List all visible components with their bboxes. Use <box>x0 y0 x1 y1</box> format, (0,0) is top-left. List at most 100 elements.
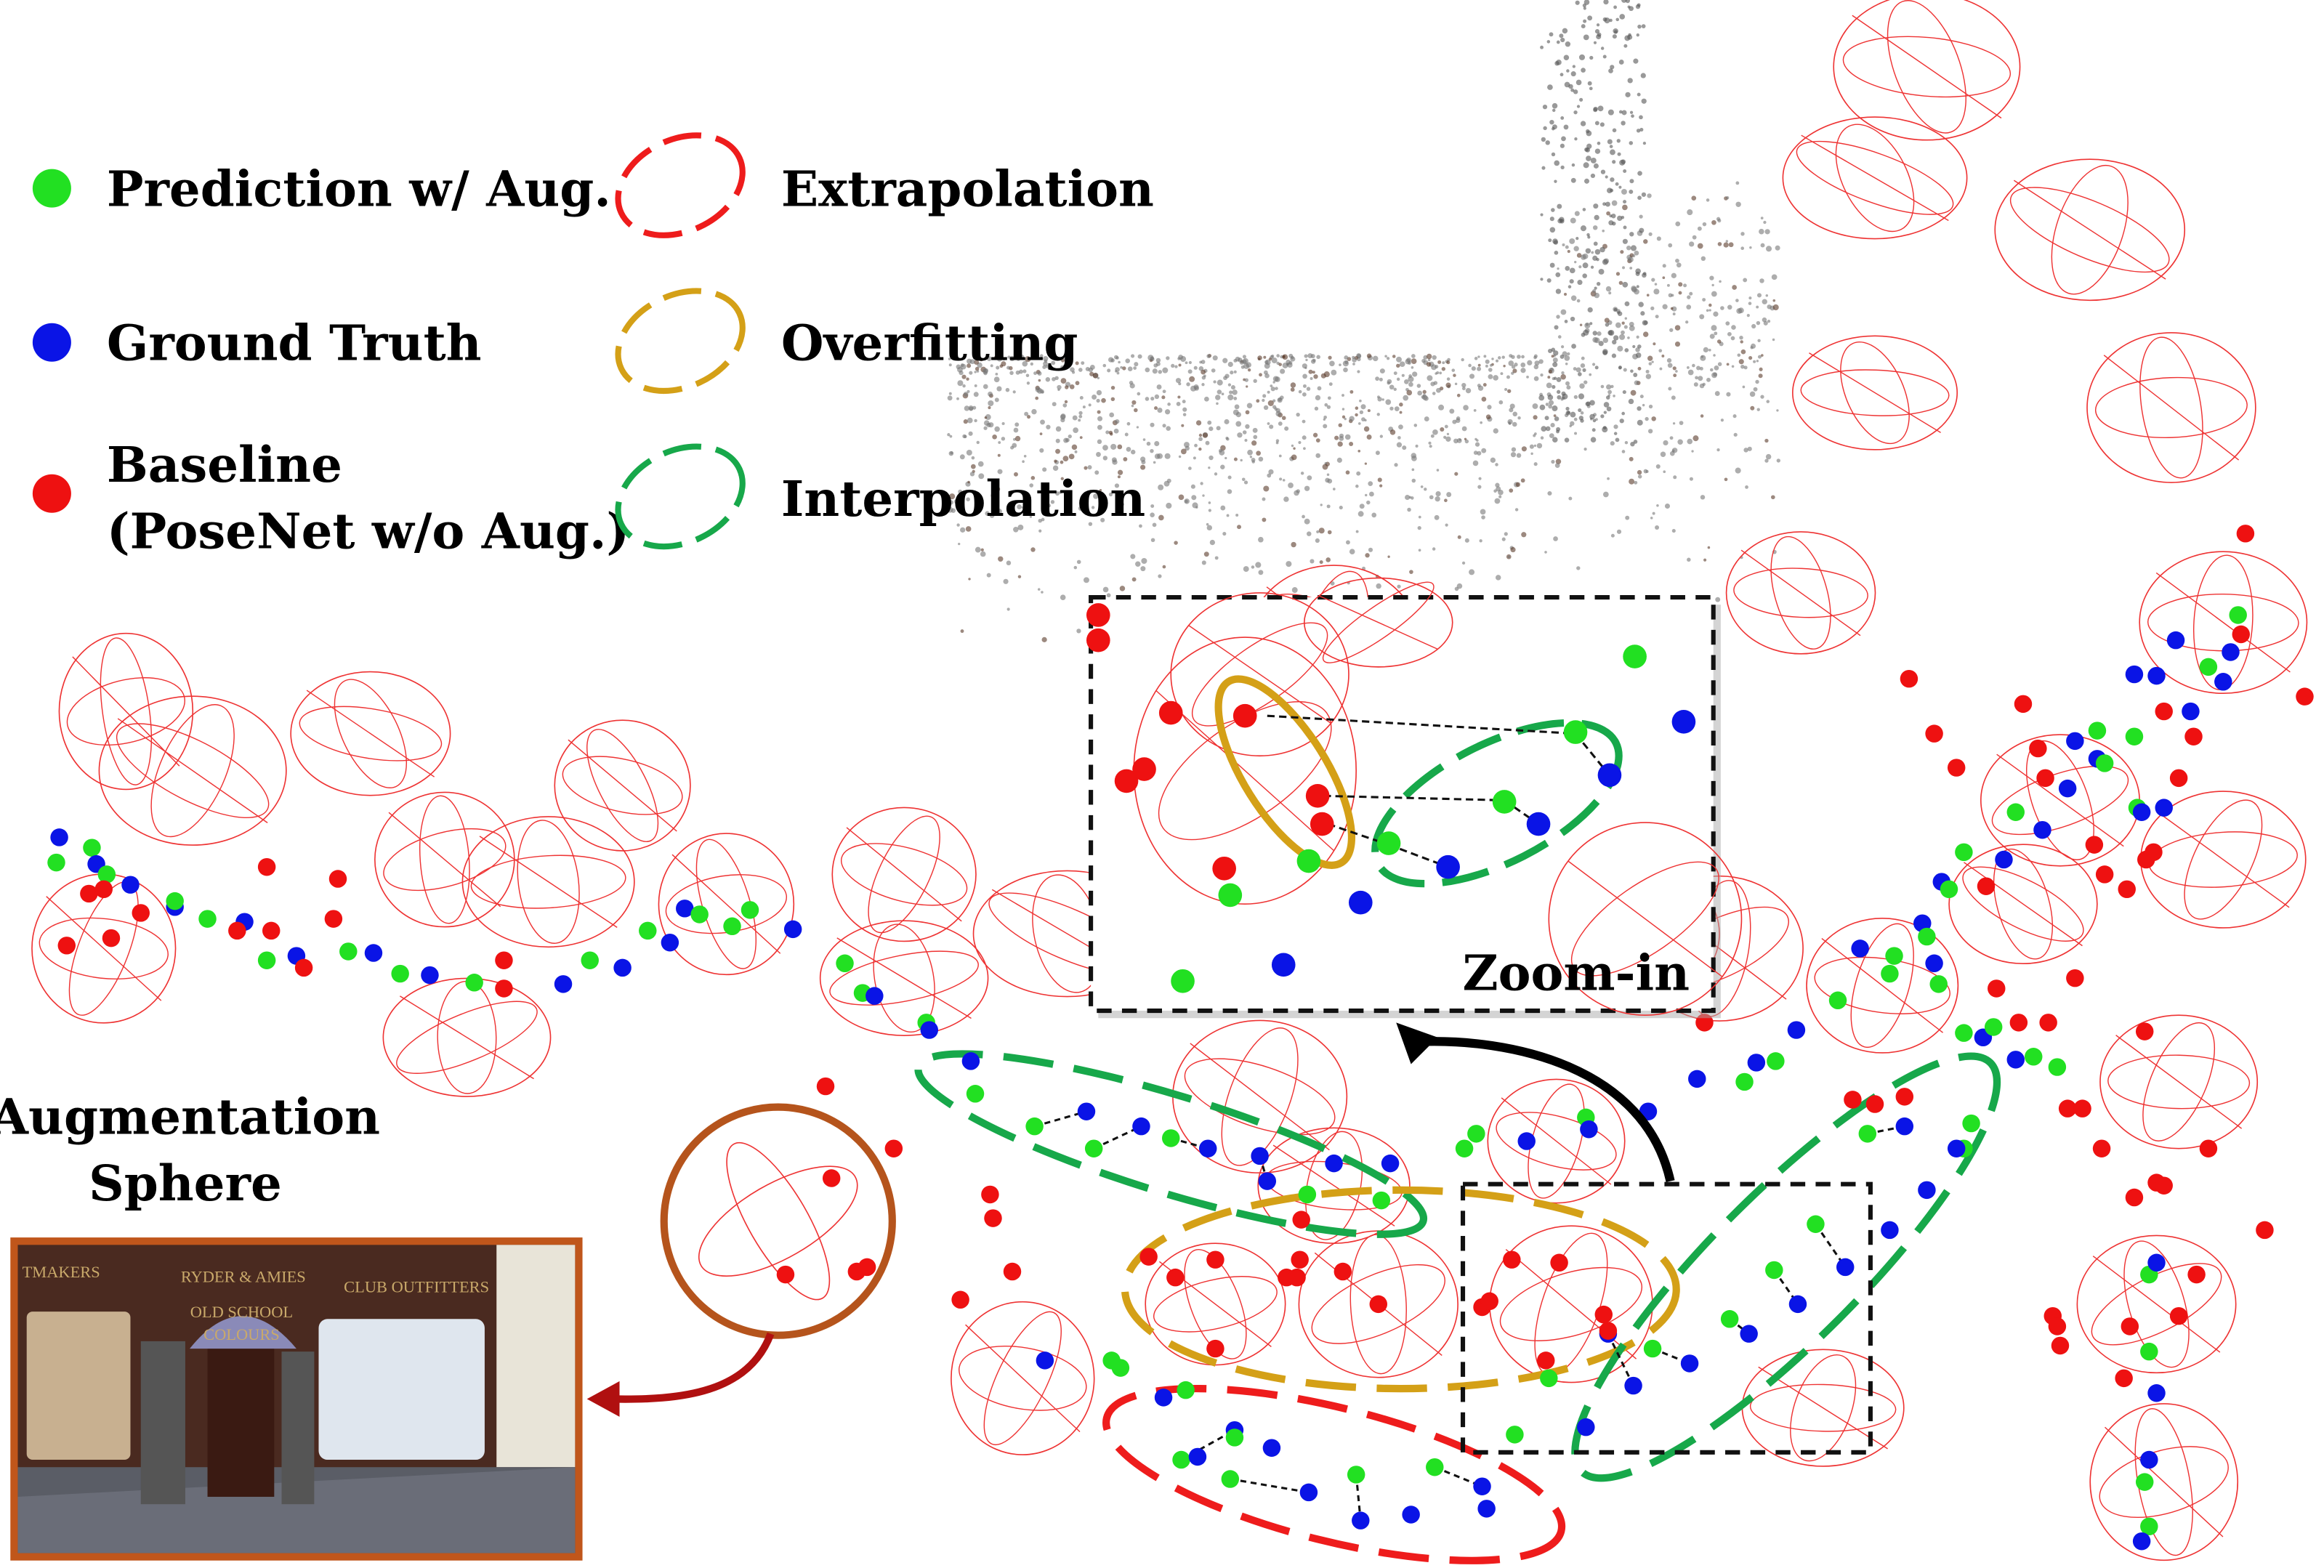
cloud-point <box>1237 525 1241 530</box>
cloud-point <box>1490 457 1496 463</box>
prediction-point <box>1111 1359 1130 1377</box>
cloud-point <box>1182 407 1187 412</box>
cloud-point <box>963 392 969 397</box>
cloud-point <box>1033 371 1037 376</box>
cloud-point <box>1339 436 1344 441</box>
cloud-point <box>1153 363 1158 368</box>
cloud-point <box>1078 368 1083 372</box>
prediction-link <box>1355 1474 1362 1521</box>
cloud-point <box>1078 506 1084 511</box>
sphere <box>461 816 635 948</box>
cloud-point <box>1553 414 1557 418</box>
ground-truth-point <box>2182 702 2200 721</box>
cloud-point <box>1158 574 1162 578</box>
sphere-ring <box>1184 1058 1336 1136</box>
cloud-point <box>1605 323 1610 327</box>
prediction-point <box>1984 1018 2003 1036</box>
sphere-ring <box>1158 701 1332 841</box>
cloud-point <box>1050 500 1055 504</box>
prediction-point <box>1828 991 1847 1010</box>
ground-truth-point <box>2147 666 2166 685</box>
cloud-point <box>1624 440 1629 445</box>
cloud-point <box>1272 381 1275 384</box>
cloud-point <box>1700 495 1706 500</box>
cloud-point <box>1102 445 1108 451</box>
cloud-point <box>1456 583 1463 589</box>
cloud-point <box>1152 522 1157 528</box>
cloud-point <box>1312 432 1318 437</box>
cloud-point <box>1540 278 1544 281</box>
cloud-point <box>1251 440 1257 446</box>
baseline-point <box>1086 628 1110 652</box>
cloud-point <box>1776 409 1779 412</box>
cloud-point <box>1576 299 1581 303</box>
cloud-point <box>1533 415 1538 420</box>
cloud-point <box>1315 395 1321 401</box>
sphere-axis <box>1801 134 1949 222</box>
cloud-point <box>1154 394 1160 400</box>
photo-arrow-head <box>586 1381 620 1417</box>
baseline-point <box>816 1077 835 1096</box>
cloud-point <box>1709 334 1715 339</box>
cloud-point <box>997 453 1001 457</box>
cloud-point <box>1602 202 1607 206</box>
sign-4: OLD SCHOOL <box>190 1303 293 1321</box>
cloud-point <box>1304 366 1307 370</box>
cloud-point <box>1201 376 1206 380</box>
cloud-point <box>1625 0 1631 4</box>
cloud-point <box>1157 407 1163 413</box>
cloud-point <box>1479 539 1482 543</box>
cloud-point <box>1632 254 1636 258</box>
cloud-point <box>1469 569 1475 575</box>
cloud-point <box>1641 98 1647 104</box>
cloud-point <box>1719 280 1722 283</box>
cloud-point <box>1495 575 1501 581</box>
cloud-point <box>1748 302 1752 305</box>
cloud-point <box>1520 362 1526 368</box>
prediction-point <box>2140 1517 2158 1536</box>
cloud-point <box>1117 475 1121 479</box>
cloud-point <box>1560 309 1567 315</box>
cloud-point <box>1397 584 1401 589</box>
cloud-point <box>1578 54 1586 60</box>
cloud-point <box>1740 364 1745 369</box>
cloud-point <box>1102 363 1107 368</box>
ground-truth-point <box>1788 1295 1807 1314</box>
cloud-point <box>1557 395 1562 400</box>
cloud-point <box>1564 437 1570 442</box>
cloud-point <box>1583 380 1588 384</box>
cloud-point <box>1589 400 1595 406</box>
cloud-point <box>1547 490 1552 496</box>
cloud-point <box>1669 436 1674 440</box>
cloud-point <box>1399 361 1405 368</box>
ground-truth-point <box>866 987 884 1005</box>
ground-truth-point <box>676 900 694 918</box>
cloud-point <box>1509 403 1515 409</box>
prediction-point <box>1955 1024 1973 1042</box>
cloud-point <box>1583 0 1590 5</box>
cloud-point <box>1405 494 1411 501</box>
cloud-point <box>1375 450 1380 456</box>
cloud-point <box>1630 442 1635 447</box>
cloud-point <box>1083 498 1088 503</box>
sphere-outline <box>2089 1403 2239 1561</box>
sphere-ring <box>1496 1112 1617 1171</box>
cloud-point <box>1233 457 1238 461</box>
cloud-point <box>1110 385 1115 390</box>
cloud-point <box>1094 470 1100 475</box>
cloud-point <box>1312 371 1315 374</box>
cloud-point <box>1233 370 1237 373</box>
sphere-ring <box>1842 36 2012 98</box>
ground-truth-point <box>920 1021 939 1039</box>
cloud-point <box>1646 294 1650 297</box>
cloud-point <box>1385 399 1392 405</box>
baseline-point <box>2232 625 2251 644</box>
cloud-point <box>993 355 998 360</box>
cloud-point <box>1612 34 1617 39</box>
cloud-point <box>1145 397 1150 401</box>
cloud-point <box>1570 421 1575 427</box>
cloud-point <box>1202 494 1205 497</box>
cloud-point <box>1183 442 1190 448</box>
cloud-point <box>1394 463 1398 467</box>
baseline-point <box>1158 700 1183 725</box>
